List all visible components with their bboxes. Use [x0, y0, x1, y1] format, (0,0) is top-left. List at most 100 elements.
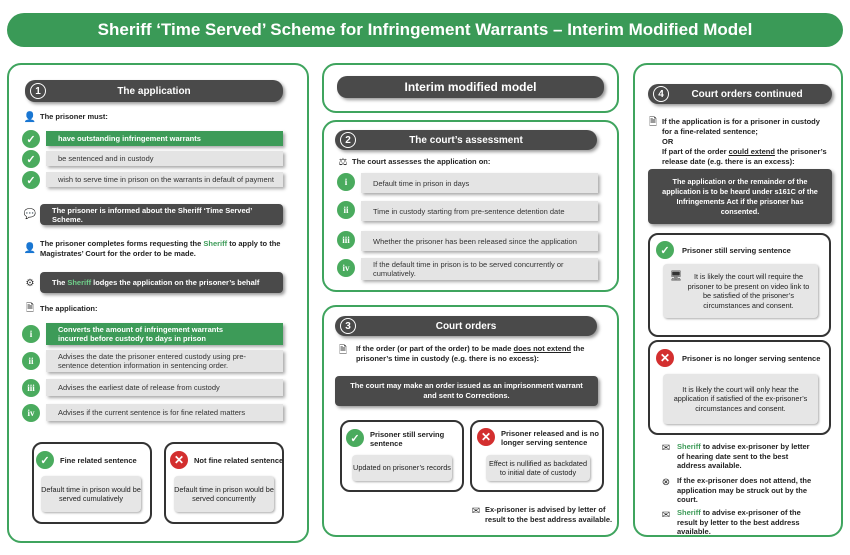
sheriff-highlight: Sheriff — [677, 508, 701, 517]
serving-label: Prisoner still serving sentence — [370, 430, 445, 448]
section-heading: The application — [117, 85, 191, 97]
cond2-text: If part of the order could extend the pr… — [662, 147, 832, 167]
roman-iv: iv — [22, 404, 40, 422]
roman-iii: iii — [22, 379, 40, 397]
lodge-box: The Sheriff lodges the application on th… — [40, 272, 283, 293]
scales-icon: ⚖ — [338, 156, 348, 168]
app-item: Advises the earliest date of release fro… — [46, 379, 283, 396]
still-serving-label: Prisoner still serving sentence — [682, 246, 791, 255]
cross-icon: ✕ — [477, 428, 495, 446]
section-4-header: 4 Court orders continued — [648, 84, 832, 104]
order-condition: If the order (or part of the order) to b… — [356, 344, 601, 364]
cond-underline: does not extend — [513, 344, 572, 353]
assess-intro: The court assesses the application on: — [352, 157, 491, 166]
app-item-text: Advises the date the prisoner entered cu… — [58, 352, 247, 370]
person-icon: 👤 — [23, 242, 37, 254]
assess-item-text: If the default time in prison is to be s… — [373, 260, 564, 278]
still-serving-text: It is likely the court will require the … — [687, 272, 810, 310]
envelope-icon: ✉ — [661, 509, 671, 521]
assess-item: Default time in prison in days — [361, 173, 598, 193]
page-title: Sheriff ‘Time Served’ Scheme for Infring… — [7, 13, 843, 47]
assess-item: Time in custody starting from pre-senten… — [361, 201, 598, 221]
cross-icon: ✕ — [656, 349, 674, 367]
check-icon: ✓ — [656, 241, 674, 259]
advised-text: Ex-prisoner is advised by letter of resu… — [485, 505, 613, 524]
sheriff-highlight: Sheriff — [67, 278, 92, 287]
section-1-header: 1 The application — [25, 80, 283, 102]
no-longer-label: Prisoner is no longer serving sentence — [682, 354, 821, 363]
app-item: Converts the amount of infringement warr… — [46, 323, 283, 345]
roman-i: i — [22, 325, 40, 343]
note-1: Sheriff to advise ex-prisoner by letter … — [677, 442, 817, 471]
cond1-text: If the application is for a prisoner in … — [662, 117, 820, 136]
check-icon: ✓ — [22, 130, 40, 148]
envelope-icon: ✉ — [661, 442, 671, 454]
lodge-text-a: The — [52, 278, 66, 287]
heard-box: The application or the remainder of the … — [648, 169, 832, 224]
check-icon: ✓ — [346, 429, 364, 447]
section-3-header: 3 Court orders — [335, 316, 597, 336]
informed-box: The prisoner is informed about the Sheri… — [40, 204, 283, 225]
sheriff-highlight: Sheriff — [677, 442, 701, 451]
envelope-icon: ✉ — [471, 505, 481, 517]
section-2-header: 2 The court’s assessment — [335, 130, 597, 150]
document-icon: 🗎 — [338, 344, 348, 356]
person-icon: 👤 — [23, 111, 37, 123]
or-text: OR — [662, 137, 674, 146]
application-label: The application: — [40, 304, 98, 313]
no-longer-body: It is likely the court will only hear th… — [663, 374, 818, 424]
forms-text-b: to apply to the Magistrates’ Court for t… — [40, 239, 281, 258]
cond-text-b: the prisoner’s time in custody (e.g. the… — [356, 344, 585, 363]
app-item-text: Converts the amount of infringement warr… — [58, 325, 224, 343]
informed-text: The prisoner is informed about the Sheri… — [52, 205, 252, 224]
forms-text-a: The prisoner completes forms requesting … — [40, 239, 204, 248]
gear-icon: ⚙ — [25, 277, 35, 289]
released-label: Prisoner released and is no longer servi… — [501, 429, 599, 447]
cond2-text-a: If part of the order — [662, 147, 729, 156]
section-number: 2 — [340, 132, 356, 148]
speech-bubble-icon: 💬 — [23, 208, 37, 220]
roman-iii: iii — [337, 231, 355, 249]
fine-label: Fine related sentence — [60, 456, 137, 465]
monitor-icon: 🖥 — [669, 270, 683, 282]
section-number: 1 — [30, 83, 46, 99]
continued-conditions: If the application is for a prisoner in … — [662, 117, 832, 167]
order-box: The court may make an order issued as an… — [335, 376, 598, 406]
fine-body: Default time in prison would be served c… — [41, 476, 141, 512]
sheriff-highlight: Sheriff — [203, 239, 228, 248]
forms-text: The prisoner completes forms requesting … — [40, 239, 285, 259]
check-icon: ✓ — [22, 171, 40, 189]
must-label: The prisoner must: — [40, 112, 108, 121]
note-1-text: to advise ex-prisoner by letter of heari… — [677, 442, 810, 470]
cross-icon: ✕ — [170, 451, 188, 469]
heard-text: The application or the remainder of the … — [662, 176, 818, 216]
center-title: Interim modified model — [337, 76, 604, 98]
notfine-label: Not fine related sentence — [194, 456, 284, 465]
app-item: Advises if the current sentence is for f… — [46, 404, 283, 421]
must-item: have outstanding infringement warrants — [46, 131, 283, 146]
section-number: 3 — [340, 318, 356, 334]
section-number: 4 — [653, 86, 669, 102]
still-serving-body: It is likely the court will require the … — [663, 264, 818, 318]
note-3-text: to advise ex-prisoner of the result by l… — [677, 508, 801, 536]
released-body: Effect is nullified as backdated to init… — [486, 455, 590, 481]
notfine-body: Default time in prison would be served c… — [174, 476, 274, 512]
cross-circle-icon: ⊗ — [661, 476, 671, 488]
section-heading: Court orders — [435, 320, 497, 332]
cond2-text-b: the prisoner’s release date (e.g. there … — [662, 147, 827, 166]
section-heading: Court orders continued — [691, 88, 803, 100]
must-item: wish to serve time in prison on the warr… — [46, 172, 283, 187]
check-icon: ✓ — [22, 150, 40, 168]
must-item: be sentenced and in custody — [46, 151, 283, 166]
check-icon: ✓ — [36, 451, 54, 469]
roman-iv: iv — [337, 259, 355, 277]
lodge-text-b: lodges the application on the prisoner’s… — [93, 278, 260, 287]
serving-body: Updated on prisoner’s records — [352, 455, 452, 481]
assess-item: Whether the prisoner has been released s… — [361, 231, 598, 251]
section-heading: The court’s assessment — [409, 134, 523, 146]
roman-i: i — [337, 173, 355, 191]
assess-item: If the default time in prison is to be s… — [361, 258, 598, 280]
roman-ii: ii — [22, 352, 40, 370]
cond2-underline: could extend — [728, 147, 775, 156]
app-item: Advises the date the prisoner entered cu… — [46, 350, 283, 372]
